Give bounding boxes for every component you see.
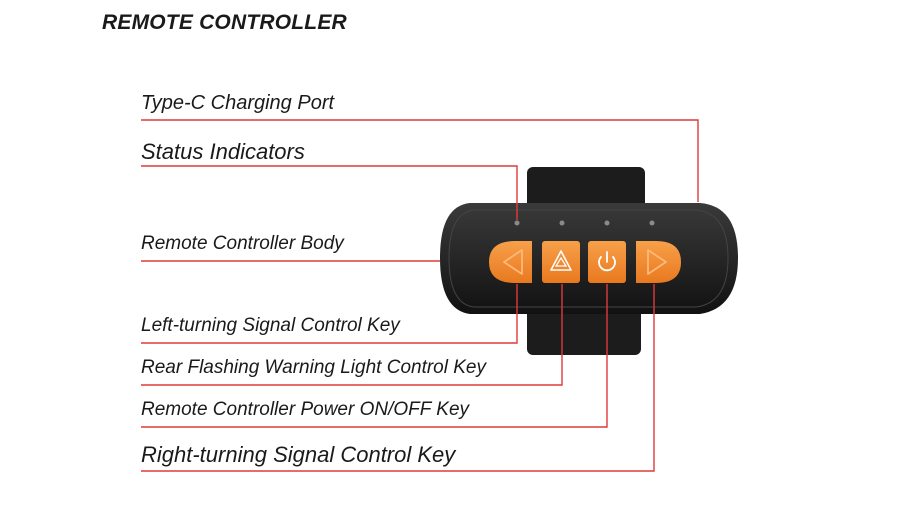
leader-rear-key bbox=[141, 284, 563, 386]
label-power-key: Remote Controller Power ON/OFF Key bbox=[141, 399, 470, 420]
status-indicators bbox=[514, 220, 655, 226]
status-led bbox=[604, 220, 610, 226]
rear-flashing-warning-key[interactable] bbox=[542, 241, 580, 283]
status-led bbox=[649, 220, 655, 226]
power-icon bbox=[598, 251, 616, 272]
warning-triangle-icon bbox=[550, 250, 572, 271]
power-on-off-key[interactable] bbox=[588, 241, 626, 283]
label-left-key: Left-turning Signal Control Key bbox=[141, 315, 400, 336]
right-turning-signal-key[interactable] bbox=[636, 241, 681, 283]
leader-type-c-port bbox=[141, 119, 699, 202]
leader-lines bbox=[141, 119, 699, 472]
page-title: REMOTE CONTROLLER bbox=[102, 11, 347, 34]
leader-power-key bbox=[141, 284, 608, 428]
label-type-c-port: Type-C Charging Port bbox=[141, 92, 335, 114]
right-arrow-icon bbox=[647, 249, 667, 275]
left-turning-signal-key[interactable] bbox=[489, 241, 532, 283]
status-led bbox=[514, 220, 520, 226]
label-rear-key: Rear Flashing Warning Light Control Key bbox=[141, 357, 486, 378]
leader-status-indicators bbox=[141, 165, 518, 220]
label-status-indicators: Status Indicators bbox=[141, 139, 305, 164]
status-led bbox=[559, 220, 565, 226]
leader-left-key bbox=[141, 284, 518, 344]
left-arrow-icon bbox=[503, 249, 523, 275]
label-right-key: Right-turning Signal Control Key bbox=[141, 442, 456, 467]
leader-right-key bbox=[141, 284, 655, 472]
label-body: Remote Controller Body bbox=[141, 233, 344, 254]
